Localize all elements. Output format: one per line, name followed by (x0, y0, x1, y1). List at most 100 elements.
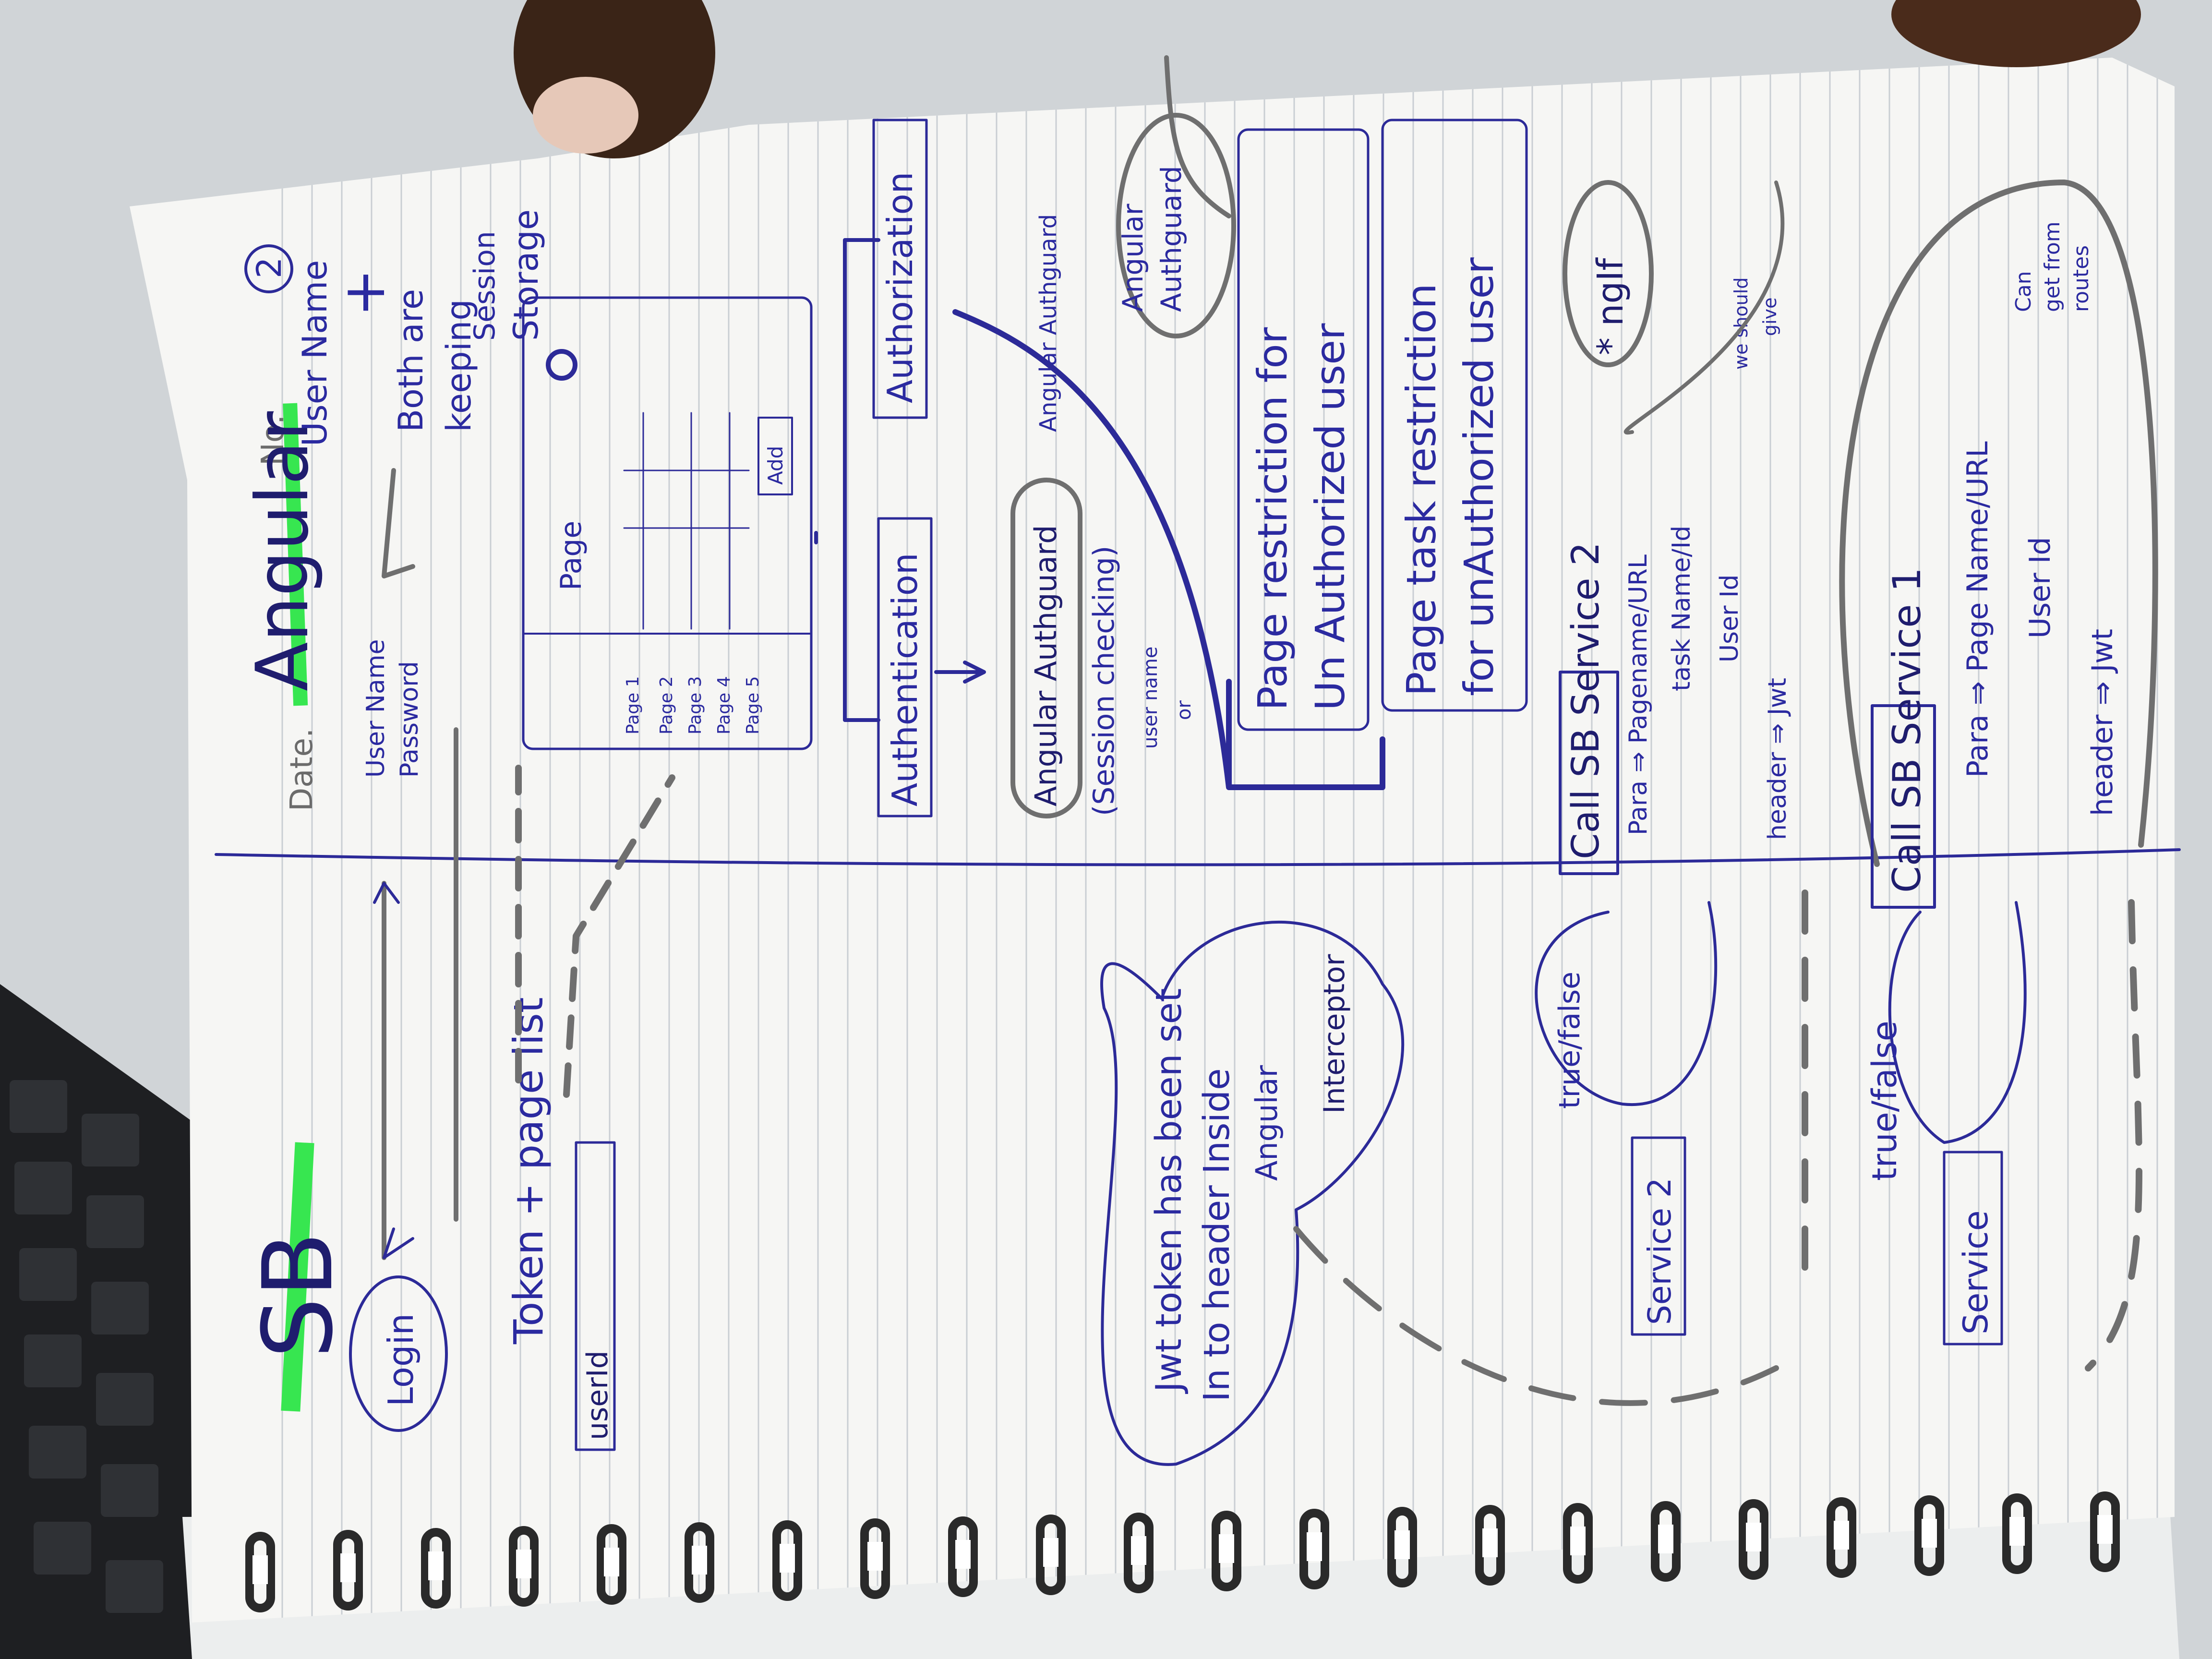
page-header: Date. No. 2 (244, 244, 320, 811)
spiral-hole (428, 1551, 444, 1580)
spiral-ring (597, 1524, 626, 1605)
dashed-right-lines (1802, 890, 2142, 1371)
authentication-box: Authentication (877, 517, 933, 817)
spiral-ring (1827, 1497, 1856, 1578)
interceptor-dashed-path (1293, 1226, 1779, 1406)
spiral-hole (955, 1540, 971, 1569)
login-arrowheads (373, 882, 414, 1259)
ngif-bubble: * ngIf (1563, 180, 1654, 367)
ruled-lines (269, 58, 2175, 1623)
spiral-hole (2097, 1515, 2113, 1544)
call-service2-params: Para ⇒ Pagename/URL task Name/Id User Id… (1624, 526, 1792, 840)
svg-text:Page 2: Page 2 (657, 676, 676, 735)
spiral-hole (340, 1553, 356, 1582)
svg-text:Password: Password (395, 661, 424, 778)
svg-text:Authorization: Authorization (880, 172, 920, 403)
task-restriction-box: Page task restriction for unAuthorized u… (1381, 119, 1528, 712)
svg-text:user name: user name (1140, 647, 1162, 749)
spiral-ring (1212, 1511, 1241, 1591)
session-check-note: (Session checking) user name or (1087, 546, 1195, 816)
svg-text:Page 5: Page 5 (743, 676, 763, 735)
top-username: User Name (295, 260, 335, 446)
token-page-list-label: Token + page list (505, 997, 552, 1345)
spiral-ring (245, 1532, 275, 1612)
service2-box: Service 2 (1631, 1136, 1686, 1336)
svg-text:Un Authorized user: Un Authorized user (1307, 323, 1354, 710)
spiral-ring (948, 1516, 978, 1597)
spiral-hole (780, 1544, 795, 1573)
spiral-hole (1658, 1525, 1673, 1553)
svg-text:Login: Login (381, 1313, 421, 1407)
spiral-hole (1746, 1523, 1761, 1551)
service1-arc (1888, 901, 2027, 1144)
svg-text:* ngIf: * ngIf (1590, 257, 1631, 355)
angular-heading: Angular (241, 411, 325, 691)
svg-text:Both are: Both are (391, 289, 431, 432)
svg-text:task Name/Id: task Name/Id (1667, 526, 1696, 691)
spiral-hole (1043, 1538, 1058, 1567)
svg-text:header ⇒ Jwt: header ⇒ Jwt (1763, 678, 1792, 840)
spiral-hole (1570, 1527, 1586, 1555)
dashed-arrows (515, 765, 675, 1098)
svg-text:or: or (1173, 700, 1195, 720)
svg-text:Para ⇒ Page Name/URL: Para ⇒ Page Name/URL (1961, 441, 1995, 778)
storage-note: Both are keeping Session Storage (391, 209, 546, 432)
svg-text:for unAuthorized user: for unAuthorized user (1455, 257, 1503, 696)
svg-text:keeping: keeping (439, 299, 479, 432)
jwt-cloud: Jwt token has been set In to header Insi… (1100, 920, 1405, 1466)
page-mockup: Page Page 1 Page 2 Page 3 Page 4 Page 5 … (522, 296, 813, 750)
svg-text:In to header Inside: In to header Inside (1196, 1068, 1238, 1402)
svg-text:Angular Authguard: Angular Authguard (1028, 525, 1063, 807)
spiral-hole (1395, 1530, 1410, 1559)
number-circle (244, 244, 293, 293)
spiral-hole (1834, 1521, 1849, 1550)
spiral-hole (2009, 1517, 2025, 1546)
login-bubble: Login (349, 1275, 448, 1432)
auth-arrow (934, 661, 986, 684)
authguard-flow-line (952, 309, 1385, 790)
can-get-from-routes-note: Can get from routes (2011, 221, 2093, 312)
svg-text:Page 3: Page 3 (685, 676, 705, 735)
true-false-lower: true/false (1865, 1021, 1904, 1181)
authguard-bubble: Angular Authguard (1010, 478, 1082, 818)
spiral-ring (860, 1518, 890, 1599)
svg-text:Page task restriction: Page task restriction (1398, 283, 1445, 696)
service2-arc (1535, 901, 1718, 1106)
call-service2-box: Call SB Service 2 (1559, 542, 1619, 875)
mockup-title: Page (554, 521, 588, 590)
we-should-give-note: we should give (1731, 277, 1780, 370)
svg-text:Authentication: Authentication (885, 553, 925, 806)
spiral-ring (1299, 1509, 1329, 1589)
svg-text:get from: get from (2040, 221, 2065, 312)
angular-authguard-top: Angular Authguard (1116, 113, 1236, 338)
interceptor-label: Interceptor (1318, 954, 1351, 1114)
svg-text:routes: routes (2069, 245, 2093, 312)
credentials-arrow (382, 468, 415, 578)
spiral-ring (333, 1530, 363, 1611)
page-arrow-top (1164, 55, 1231, 218)
svg-text:Page 1: Page 1 (623, 676, 643, 735)
spiral-hole (1482, 1528, 1498, 1557)
spiral-hole (252, 1555, 268, 1584)
spiral-hole (1131, 1536, 1146, 1565)
spiral-ring (1739, 1499, 1768, 1580)
auth-tree-lines (814, 238, 880, 722)
spiral-ring (2002, 1493, 2032, 1574)
service1-box: Service (1943, 1151, 2003, 1346)
spiral-binding (245, 1491, 2120, 1612)
mockup-add-button: Add (764, 446, 787, 485)
svg-text:Authguard: Authguard (1155, 166, 1188, 312)
authorization-box: Authorization (872, 119, 928, 419)
spiral-ring (1124, 1513, 1154, 1593)
sb-highlight (281, 1142, 314, 1412)
svg-text:Angular: Angular (1249, 1065, 1284, 1181)
date-label: Date. (284, 728, 320, 811)
page-restriction-box: Page restriction for Un Authorized user (1237, 128, 1370, 731)
spiral-hole (692, 1546, 707, 1575)
spiral-ring (421, 1528, 451, 1609)
svg-text:User Name: User Name (361, 639, 390, 778)
spiral-ring (509, 1526, 539, 1607)
svg-text:User Id: User Id (2023, 537, 2057, 638)
angular-highlight (283, 403, 308, 706)
svg-text:header ⇒ Jwt: header ⇒ Jwt (2086, 629, 2119, 816)
